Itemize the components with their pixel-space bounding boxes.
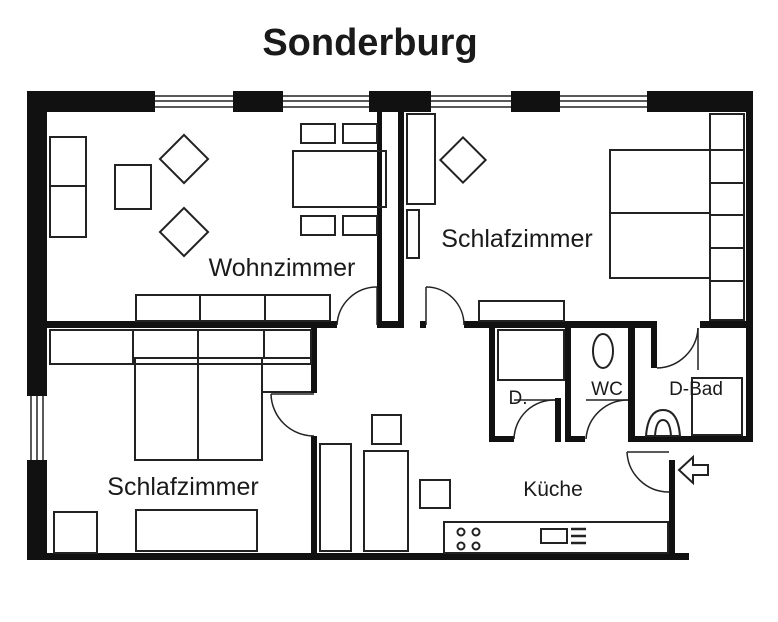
room-label-wc: WC	[591, 379, 623, 400]
washbasin	[592, 333, 614, 369]
sideboard	[135, 294, 331, 322]
table	[363, 450, 409, 552]
stool	[419, 479, 451, 509]
room-label-schlafzimmer-right: Schlafzimmer	[441, 225, 592, 253]
nightstand	[53, 511, 98, 554]
storage-shelf	[497, 329, 565, 381]
room-label-wohnzimmer: Wohnzimmer	[209, 254, 356, 282]
living-room-furniture	[49, 123, 387, 322]
wardrobe	[49, 329, 312, 365]
hall-kitchen-furniture	[319, 414, 669, 554]
wardrobe	[406, 113, 436, 205]
doors	[270, 286, 699, 493]
armchair	[158, 206, 210, 258]
stove-icon	[456, 527, 481, 551]
chair	[342, 123, 378, 144]
outer-walls	[27, 91, 753, 560]
sink	[540, 528, 568, 544]
room-label-d-bad: D-Bad	[669, 379, 723, 400]
room-label-kueche: Küche	[523, 478, 583, 501]
arrow-right-icon	[677, 454, 709, 486]
plan-title: Sonderburg	[262, 22, 478, 64]
windows	[30, 95, 647, 460]
chair	[300, 123, 336, 144]
kitchen-counter	[443, 521, 669, 554]
room-label-storage: D.	[509, 388, 528, 409]
bedroom-left-furniture	[49, 329, 312, 554]
room-label-schlafzimmer-left: Schlafzimmer	[107, 473, 258, 501]
desk	[135, 509, 258, 552]
bench	[319, 443, 352, 552]
stool	[371, 414, 402, 445]
toilet	[644, 408, 682, 437]
chair	[342, 215, 378, 236]
armchair	[114, 164, 152, 210]
dresser	[478, 300, 565, 322]
dining-table	[292, 150, 387, 208]
closet	[709, 113, 745, 321]
wet-rooms-furniture	[497, 329, 743, 437]
shelf	[406, 209, 420, 259]
interior-walls	[47, 112, 753, 553]
armchair	[438, 135, 488, 185]
chair	[300, 215, 336, 236]
shower	[691, 377, 743, 436]
armchair	[158, 133, 210, 185]
bedroom-right-furniture	[406, 113, 745, 322]
